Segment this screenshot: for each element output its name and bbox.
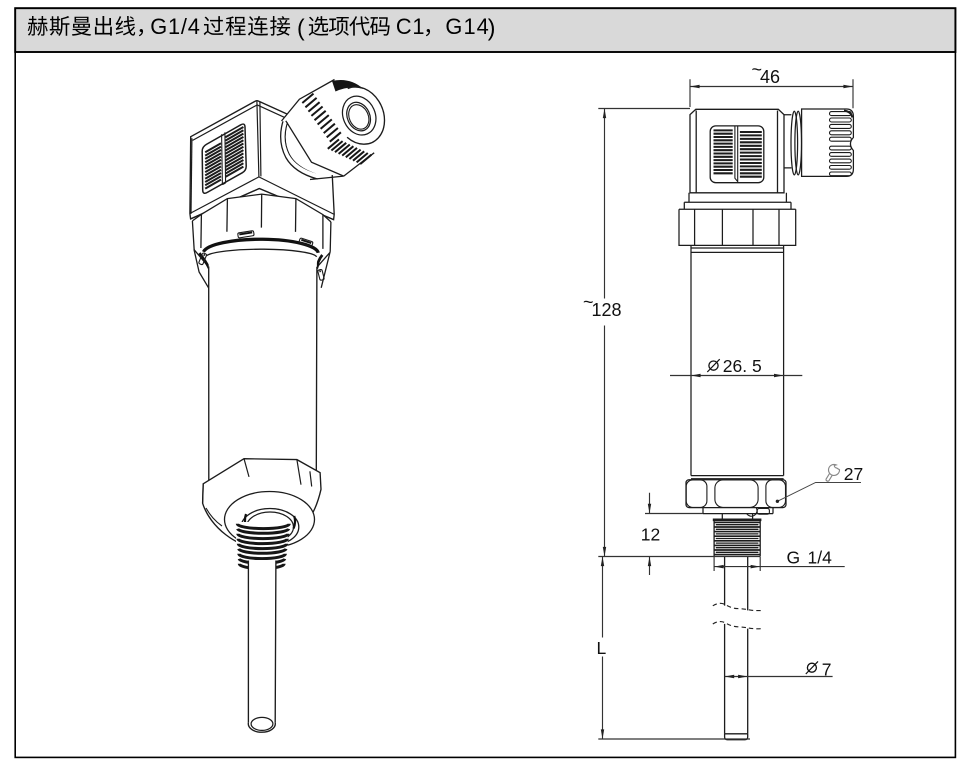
svg-text:G1/4: G1/4 <box>150 14 200 39</box>
svg-text:7: 7 <box>822 659 832 679</box>
svg-text:26. 5: 26. 5 <box>723 356 762 376</box>
svg-text:27: 27 <box>844 464 863 484</box>
svg-text:12: 12 <box>641 524 660 544</box>
svg-text:46: 46 <box>760 67 780 87</box>
svg-text:): ) <box>488 15 496 41</box>
svg-text:(: ( <box>297 15 305 41</box>
svg-text:G: G <box>787 547 801 567</box>
svg-text:G14: G14 <box>445 14 490 39</box>
svg-text:C1: C1 <box>396 14 425 39</box>
svg-text:1/4: 1/4 <box>808 547 833 567</box>
svg-text:L: L <box>597 638 607 658</box>
svg-text:128: 128 <box>592 300 622 320</box>
